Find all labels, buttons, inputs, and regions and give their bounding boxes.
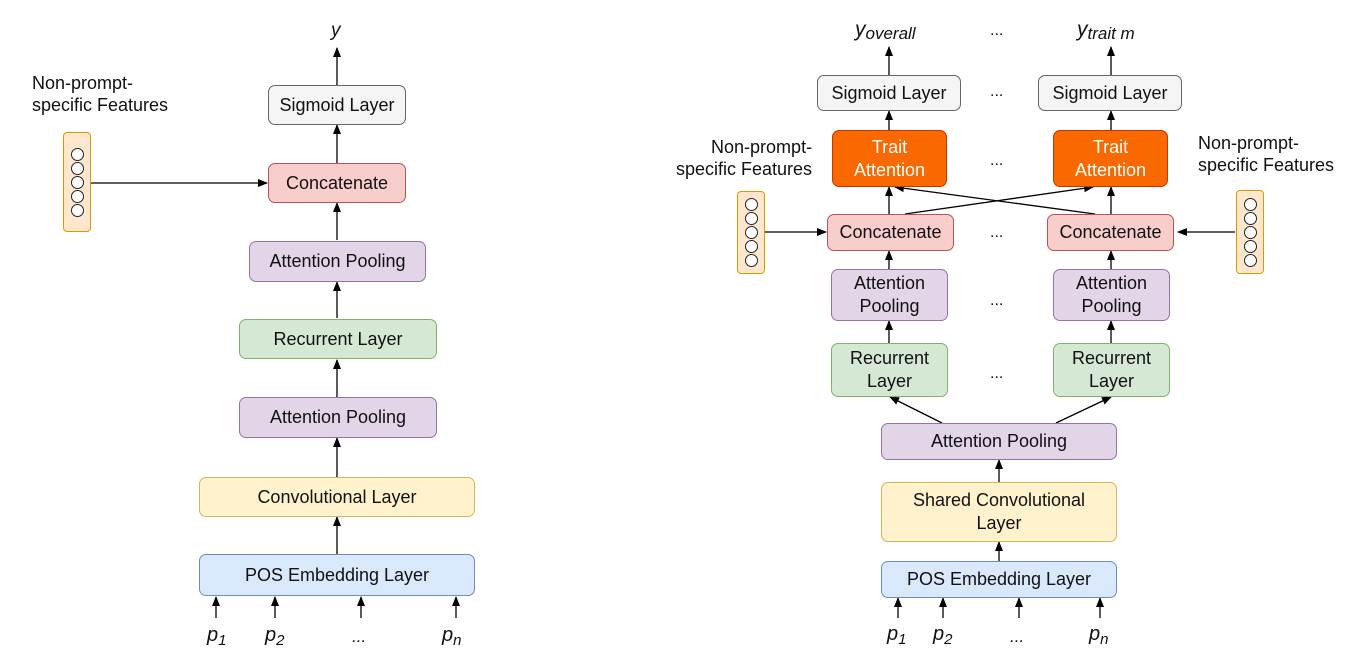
- convolutional-layer: Convolutional Layer: [199, 477, 475, 517]
- recurrent-layer: Recurrent Layer: [239, 319, 437, 359]
- input-token-n: pn: [442, 624, 462, 649]
- recurrent-layer-overall: Recurrent Layer: [831, 343, 948, 397]
- attention-pooling-top: Attention Pooling: [249, 241, 426, 282]
- sigmoid-layer: Sigmoid Layer: [268, 85, 406, 125]
- sigmoid-layer-trait-m: Sigmoid Layer: [1038, 75, 1182, 111]
- feature-vector: [63, 132, 91, 232]
- arrow-r-attn-to-rec-left: [889, 396, 943, 424]
- concatenate-trait-m: Concatenate: [1047, 214, 1174, 251]
- attention-pooling-trait-m: Attention Pooling: [1053, 269, 1170, 321]
- output-y: y: [331, 20, 341, 41]
- trait-attention-overall: Trait Attention: [832, 130, 947, 187]
- features-label-left: Non-prompt- specific Features: [676, 137, 813, 179]
- output-trait-m: ytrait m: [1077, 18, 1135, 44]
- input-token-ellipsis: ...: [352, 627, 367, 646]
- shared-pos-embedding-layer: POS Embedding Layer: [881, 561, 1117, 598]
- shared-convolutional-layer: Shared Convolutional Layer: [881, 482, 1117, 542]
- features-label-right: Non-prompt- specific Features: [1198, 133, 1335, 175]
- r-input-token-2: p2: [933, 623, 953, 648]
- r-input-token-1: p1: [887, 623, 907, 648]
- recurrent-ellipsis: ...: [990, 365, 1004, 382]
- arrow-r-concat-right-to-trait-left: [894, 184, 1096, 215]
- feature-vector-right: [1236, 190, 1264, 274]
- input-token-2: p2: [265, 624, 285, 649]
- r-input-token-ellipsis: ...: [1010, 627, 1025, 646]
- attention-pooling-overall: Attention Pooling: [831, 269, 948, 321]
- concatenate-overall: Concatenate: [827, 214, 954, 251]
- concatenate-node: Concatenate: [268, 163, 406, 203]
- feature-vector-left: [737, 191, 765, 274]
- arrow-r-attn-to-rec-right: [1055, 396, 1112, 424]
- sigmoid-ellipsis: ...: [990, 83, 1004, 100]
- pos-embedding-layer: POS Embedding Layer: [199, 554, 475, 596]
- trait-attention-ellipsis: ...: [990, 152, 1004, 169]
- attention-pooling-bottom: Attention Pooling: [239, 397, 437, 438]
- r-input-token-n: pn: [1089, 623, 1109, 648]
- recurrent-layer-trait-m: Recurrent Layer: [1053, 343, 1170, 397]
- trait-attention-trait-m: Trait Attention: [1053, 130, 1168, 187]
- output-ellipsis: ...: [990, 22, 1004, 39]
- features-label: Non-prompt- specific Features: [32, 73, 169, 115]
- sigmoid-layer-overall: Sigmoid Layer: [817, 75, 961, 111]
- output-overall: yoverall: [855, 18, 916, 44]
- input-token-1: p1: [207, 624, 227, 649]
- attention-pooling-ellipsis: ...: [990, 292, 1004, 309]
- concatenate-ellipsis: ...: [990, 224, 1004, 241]
- shared-attention-pooling: Attention Pooling: [881, 423, 1117, 460]
